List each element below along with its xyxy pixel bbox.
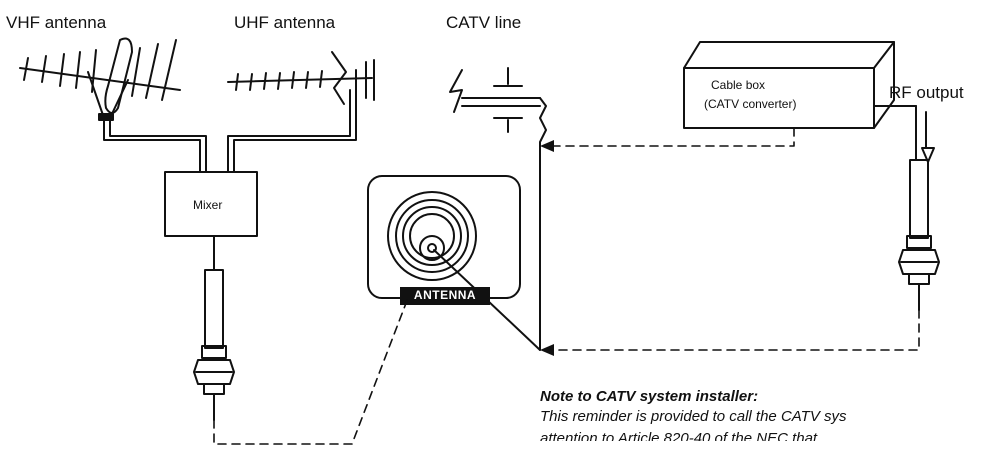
coax-connector-right-icon [898,159,940,311]
dashed-connections [213,127,920,445]
coax-connector-left-icon [193,269,235,421]
arrowhead-upper-icon [540,140,554,152]
antenna-jack-label: ANTENNA [413,288,477,302]
note-line-2: attention to Article 820-40 of the NEC t… [540,430,818,441]
mixer-label: Mixer [193,198,223,212]
mixer-box [164,171,258,237]
note-line-1: This reminder is provided to call the CA… [540,408,847,425]
antenna-jack-icon [367,175,541,351]
vhf-antenna-icon [19,37,181,129]
arrowhead-lower-icon [540,344,554,356]
rf-output-label: RF output [889,83,964,102]
cable-box-icon [683,41,895,129]
antenna-label-plate [400,287,490,305]
vhf-antenna-label: VHF antenna [6,13,107,32]
cable-box-label: Cable box [711,78,766,92]
cable-box-sublabel: (CATV converter) [704,97,797,111]
catv-line-label: CATV line [446,13,522,32]
catv-line-icon [449,67,547,351]
note-title: Note to CATV system installer: [540,388,759,405]
installer-note: Note to CATV system installer: This remi… [540,388,847,441]
uhf-antenna-icon [227,51,375,105]
rf-output-arrow-icon [921,111,935,163]
uhf-antenna-label: UHF antenna [234,13,336,32]
